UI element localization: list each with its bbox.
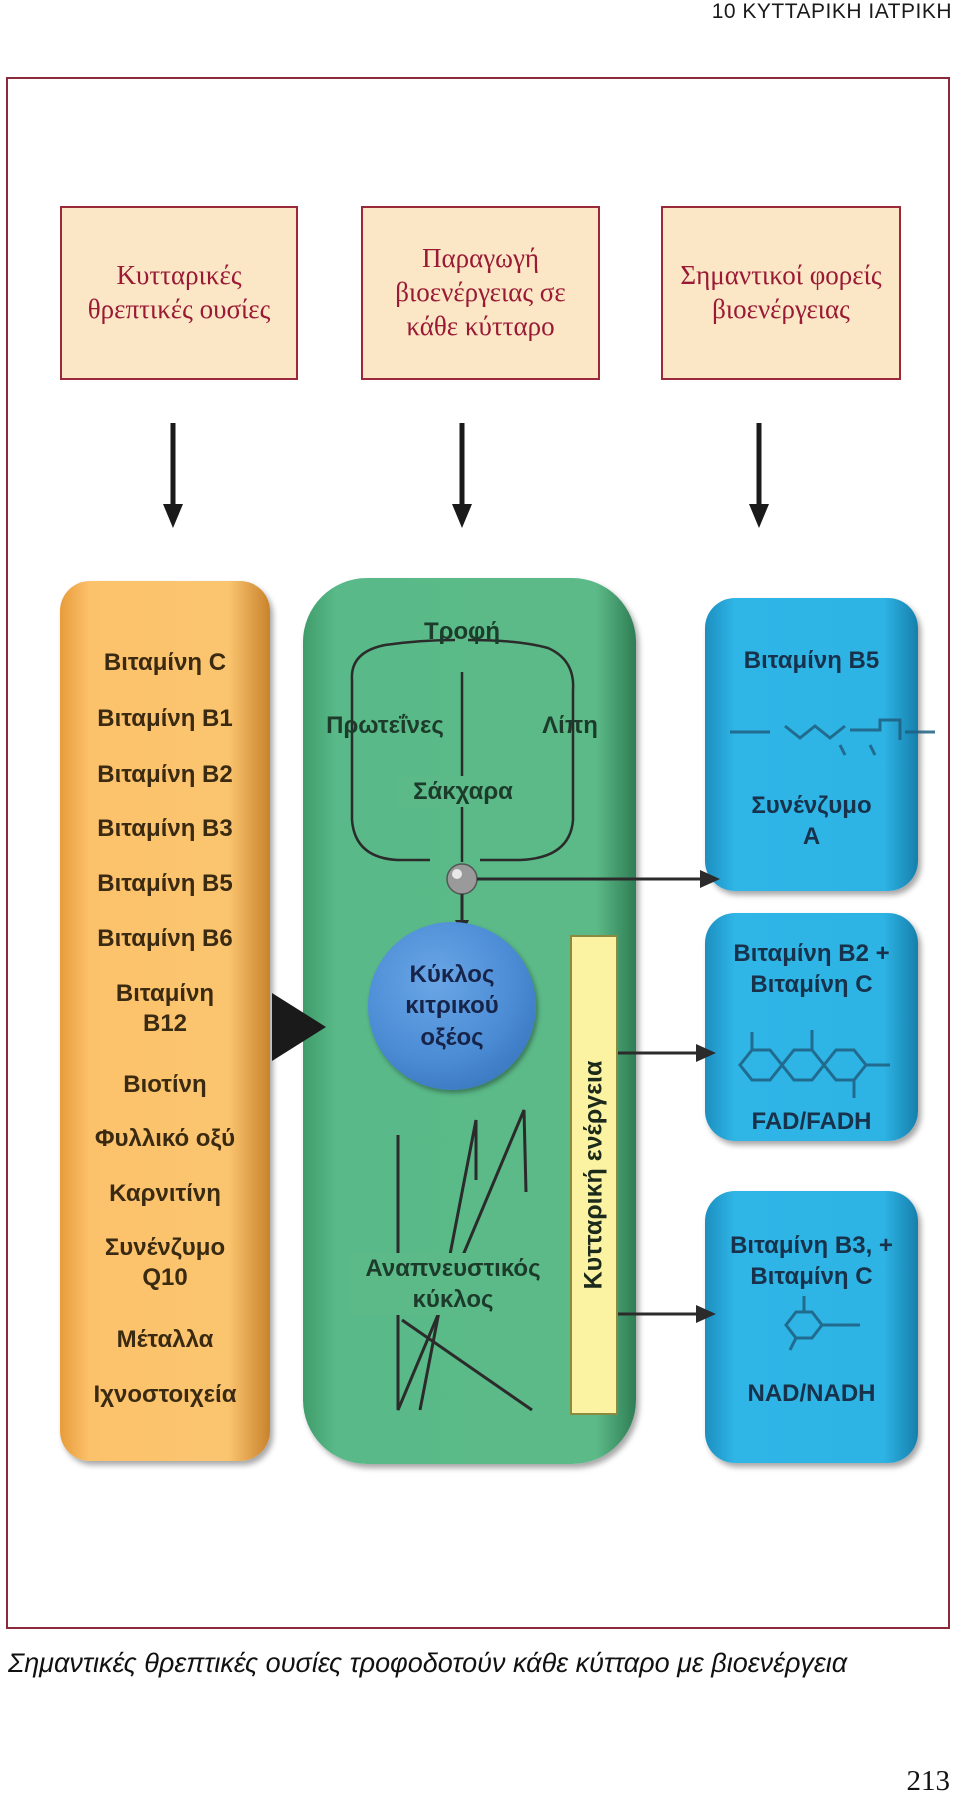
molecule-coenzyme-a <box>730 718 935 756</box>
nutrient-item: Βιταμίνη C <box>103 649 227 676</box>
figure-frame <box>6 77 950 1629</box>
header-bioenergy-production: Παραγωγή βιοενέργειας σε κάθε κύτταρο <box>361 206 600 380</box>
header-nutrients: Κυτταρικές θρεπτικές ουσίες <box>60 206 298 380</box>
food-label: Τροφή <box>424 618 500 645</box>
nutrient-item: Βιταμίνη Β1 <box>97 705 233 732</box>
junction-node <box>446 863 478 895</box>
header-arrows <box>163 423 769 528</box>
running-head: 10 ΚΥΤΤΑΡΙΚΗ ΙΑΤΡΙΚΗ <box>711 0 952 23</box>
header-production-label: Παραγωγή βιοενέργειας σε κάθε κύτταρο <box>395 243 566 341</box>
fats-label: Λίπη <box>542 712 598 739</box>
molecule-fad <box>738 1030 890 1098</box>
nutrient-item: Μέταλλα <box>116 1326 214 1353</box>
carrier-1-bottom: Συνένζυμο Α <box>751 792 872 851</box>
cellular-energy-label: Κυτταρική ενέργεια <box>579 1060 608 1290</box>
carrier-panel-fad <box>705 913 918 1141</box>
carrier-panel-nad <box>705 1191 918 1463</box>
nutrient-item: Συνένζυμο Q10 <box>104 1234 226 1291</box>
carrier-2-top: Βιταμίνη Β2 + Βιταμίνη C <box>733 940 890 999</box>
respiratory-chain-label: Αναπνευστικός κύκλος <box>350 1253 556 1316</box>
molecule-nad <box>784 1296 860 1351</box>
citric-acid-cycle: Κύκλος κιτρικού οξέος <box>368 922 536 1090</box>
carrier-panel-coenzyme-a <box>705 598 918 891</box>
nutrients-to-production-arrow <box>272 993 326 1061</box>
citric-acid-cycle-label: Κύκλος κιτρικού οξέος <box>405 961 499 1051</box>
header-carriers-label: Σημαντικοί φορείς βιοενέργειας <box>680 260 882 324</box>
nutrient-item: Βιταμίνη Β6 <box>97 925 233 952</box>
carrier-2-bottom: FAD/FADH <box>751 1108 872 1135</box>
cellular-energy-bar <box>570 935 618 1415</box>
header-bioenergy-carriers: Σημαντικοί φορείς βιοενέργειας <box>661 206 901 380</box>
nutrient-item: Βιταμίνη Β3 <box>97 815 233 842</box>
nutrient-item: Βιταμίνη Β12 <box>115 980 215 1037</box>
carrier-3-top: Βιταμίνη Β3, + Βιταμίνη C <box>730 1232 893 1291</box>
food-pathway-loops <box>350 638 575 862</box>
nutrients-panel <box>60 581 270 1461</box>
nutrient-item: Βιοτίνη <box>123 1071 207 1098</box>
carrier-3-bottom: NAD/NADH <box>747 1380 876 1407</box>
proteins-label: Πρωτεΐνες <box>326 712 444 739</box>
carrier-1-top: Βιταμίνη Β5 <box>743 647 880 674</box>
nutrient-item: Καρνιτίνη <box>109 1180 221 1207</box>
nutrient-item: Ιχνοστοιχεία <box>93 1381 237 1408</box>
figure-caption: Σημαντικές θρεπτικές ουσίες τροφοδοτούν … <box>8 1648 848 1678</box>
nutrient-item: Βιταμίνη Β2 <box>97 761 233 788</box>
sugars-label: Σάκχαρα <box>398 776 528 808</box>
nutrient-item: Φυλλικό οξύ <box>94 1125 236 1152</box>
header-nutrients-label: Κυτταρικές θρεπτικές ουσίες <box>87 260 271 324</box>
nutrient-item: Βιταμίνη Β5 <box>97 870 233 897</box>
page-number: 213 <box>906 1765 951 1797</box>
